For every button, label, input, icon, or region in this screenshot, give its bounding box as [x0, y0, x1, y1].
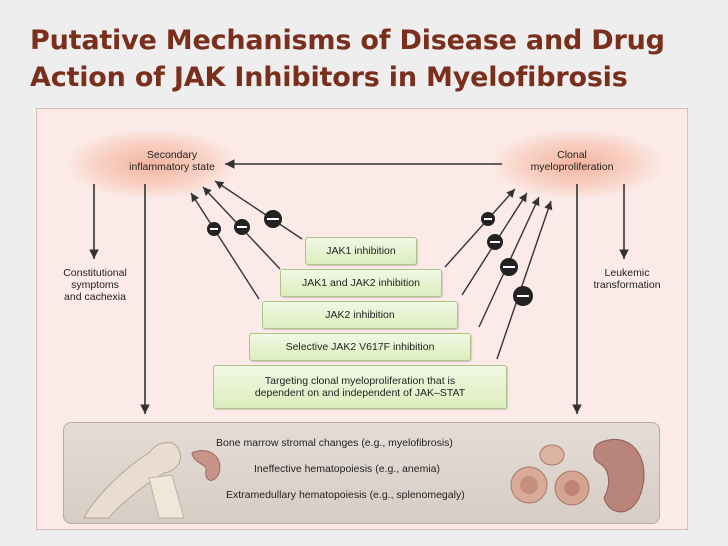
- constitutional-symptoms-label: Constitutional symptoms and cachexia: [63, 267, 127, 303]
- arrow-jak2-to-secondary: [190, 192, 260, 300]
- jak1-inhibition-box: JAK1 inhibition: [305, 237, 417, 265]
- spleen-icon: [593, 438, 645, 513]
- jak1-jak2-inhibition-box: JAK1 and JAK2 inhibition: [280, 269, 442, 297]
- clonal-myeloproliferation-label: Clonal myeloproliferation: [530, 149, 614, 173]
- leukemic-transformation-label: Leukemic transformation: [593, 267, 661, 291]
- arrow-jak1-to-clonal: [444, 188, 516, 268]
- jak2-inhibition-box: JAK2 inhibition: [262, 301, 458, 329]
- selective-jak2-v617f-box: Selective JAK2 V617F inhibition: [249, 333, 471, 361]
- effect-bone-marrow: Bone marrow stromal changes (e.g., myelo…: [216, 437, 453, 449]
- secondary-inflammatory-label: Secondary inflammatory state: [129, 149, 215, 173]
- disease-manifestations-panel: Bone marrow stromal changes (e.g., myelo…: [63, 422, 660, 524]
- femur-bone-icon: [83, 442, 185, 519]
- arrows-layer: [89, 159, 629, 414]
- title-line-1: Putative Mechanisms of Disease and Drug: [30, 25, 665, 56]
- arrow-jak1-to-secondary: [214, 180, 303, 240]
- effect-ineffective-hematopoiesis: Ineffective hematopoiesis (e.g., anemia): [254, 463, 440, 475]
- blood-cell-icon: [510, 444, 590, 506]
- effect-extramedullary: Extramedullary hematopoiesis (e.g., sple…: [226, 489, 465, 501]
- kidney-icon: [191, 450, 221, 481]
- targeting-clonal-box: Targeting clonal myeloproliferation that…: [213, 365, 507, 409]
- title-line-2: Action of JAK Inhibitors in Myelofibrosi…: [30, 62, 628, 93]
- slide-title: Putative Mechanisms of Disease and Drug …: [30, 22, 710, 96]
- arrow-v617f-to-clonal: [496, 200, 553, 360]
- mechanism-diagram: Secondary inflammatory state Clonal myel…: [36, 108, 688, 530]
